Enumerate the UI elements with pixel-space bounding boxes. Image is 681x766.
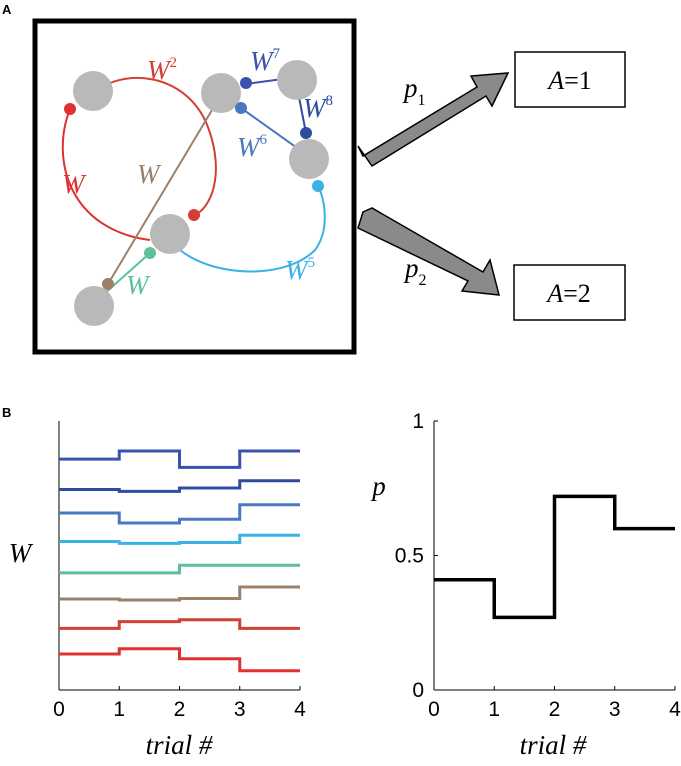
weights-chart: 0 1 2 3 4 W trial # <box>9 421 306 760</box>
label-w2: W2 <box>147 55 177 85</box>
probability-xtick-label-2: 2 <box>549 698 561 721</box>
probability-chart: 0 1 2 3 4 0 0.5 1 p trial # <box>370 410 681 760</box>
weights-series-1 <box>59 449 300 469</box>
neuron-4 <box>289 139 329 179</box>
neuron-3 <box>277 60 317 100</box>
network-box <box>32 18 357 355</box>
panel-a-letter: A <box>2 2 12 17</box>
weights-series-5 <box>59 563 300 575</box>
weights-xtick-label-3: 3 <box>234 698 246 721</box>
panel-b-letter: B <box>2 405 11 420</box>
probability-ytick-label-1: 0.5 <box>395 545 424 568</box>
connection-w3 <box>107 99 219 285</box>
synapse-w1 <box>64 103 76 115</box>
prob-label-2: p2 <box>403 253 427 289</box>
weights-series-4 <box>59 533 300 545</box>
weights-xtick-label-4: 4 <box>294 698 306 721</box>
neuron-1 <box>73 71 113 111</box>
prob-label-1: p1 <box>402 73 426 109</box>
connection-w6 <box>240 107 301 151</box>
probability-ytick-label-0: 0 <box>412 679 424 702</box>
label-w3: W <box>137 159 162 189</box>
neuron-5 <box>150 214 190 254</box>
weights-series-2 <box>59 479 300 493</box>
weights-xlabel: trial # <box>146 730 213 760</box>
synapse-w2 <box>188 209 200 221</box>
connection-w2 <box>94 76 217 216</box>
weights-series-8 <box>59 647 300 673</box>
label-w4: W <box>126 270 151 300</box>
neuron-2 <box>201 73 241 113</box>
probability-ytick-label-2: 1 <box>412 410 424 433</box>
arrow-to-output-2 <box>357 207 500 296</box>
synapse-w5 <box>312 180 324 192</box>
probability-xlabel: trial # <box>520 730 587 760</box>
weights-xtick-label-0: 0 <box>53 698 65 721</box>
weights-series-3 <box>59 503 300 525</box>
output-label-2: A=2 <box>545 279 591 308</box>
weights-xtick-label-1: 1 <box>113 698 125 721</box>
probability-ylabel: p <box>370 471 386 501</box>
synapse-w3 <box>102 278 114 290</box>
label-w6: W6 <box>237 132 268 162</box>
synapse-w8 <box>300 127 312 139</box>
output-box-2 <box>513 264 626 321</box>
neuron-6 <box>74 286 114 326</box>
weights-xtick-label-2: 2 <box>174 698 186 721</box>
weights-ylabel: W <box>9 538 34 568</box>
weights-series-7 <box>59 618 300 630</box>
synapse-w4 <box>144 247 156 259</box>
connection-w1 <box>61 108 151 241</box>
label-w7: W7 <box>250 46 281 76</box>
output-box-1 <box>514 51 626 108</box>
arrow-to-output-1 <box>357 72 510 168</box>
synapse-w7 <box>240 77 252 89</box>
connection-w5 <box>167 185 326 273</box>
probability-xtick-label-1: 1 <box>488 698 500 721</box>
probability-xtick-label-0: 0 <box>428 698 440 721</box>
synapse-w6 <box>235 102 247 114</box>
probability-xtick-label-3: 3 <box>609 698 621 721</box>
label-w1: W <box>62 169 87 199</box>
output-label-1: A=1 <box>546 66 592 95</box>
weights-series-6 <box>59 585 300 602</box>
probability-xtick-label-4: 4 <box>669 698 681 721</box>
label-w8: W8 <box>303 93 333 123</box>
probability-series-1 <box>434 494 675 620</box>
label-w5: W5 <box>285 255 315 285</box>
